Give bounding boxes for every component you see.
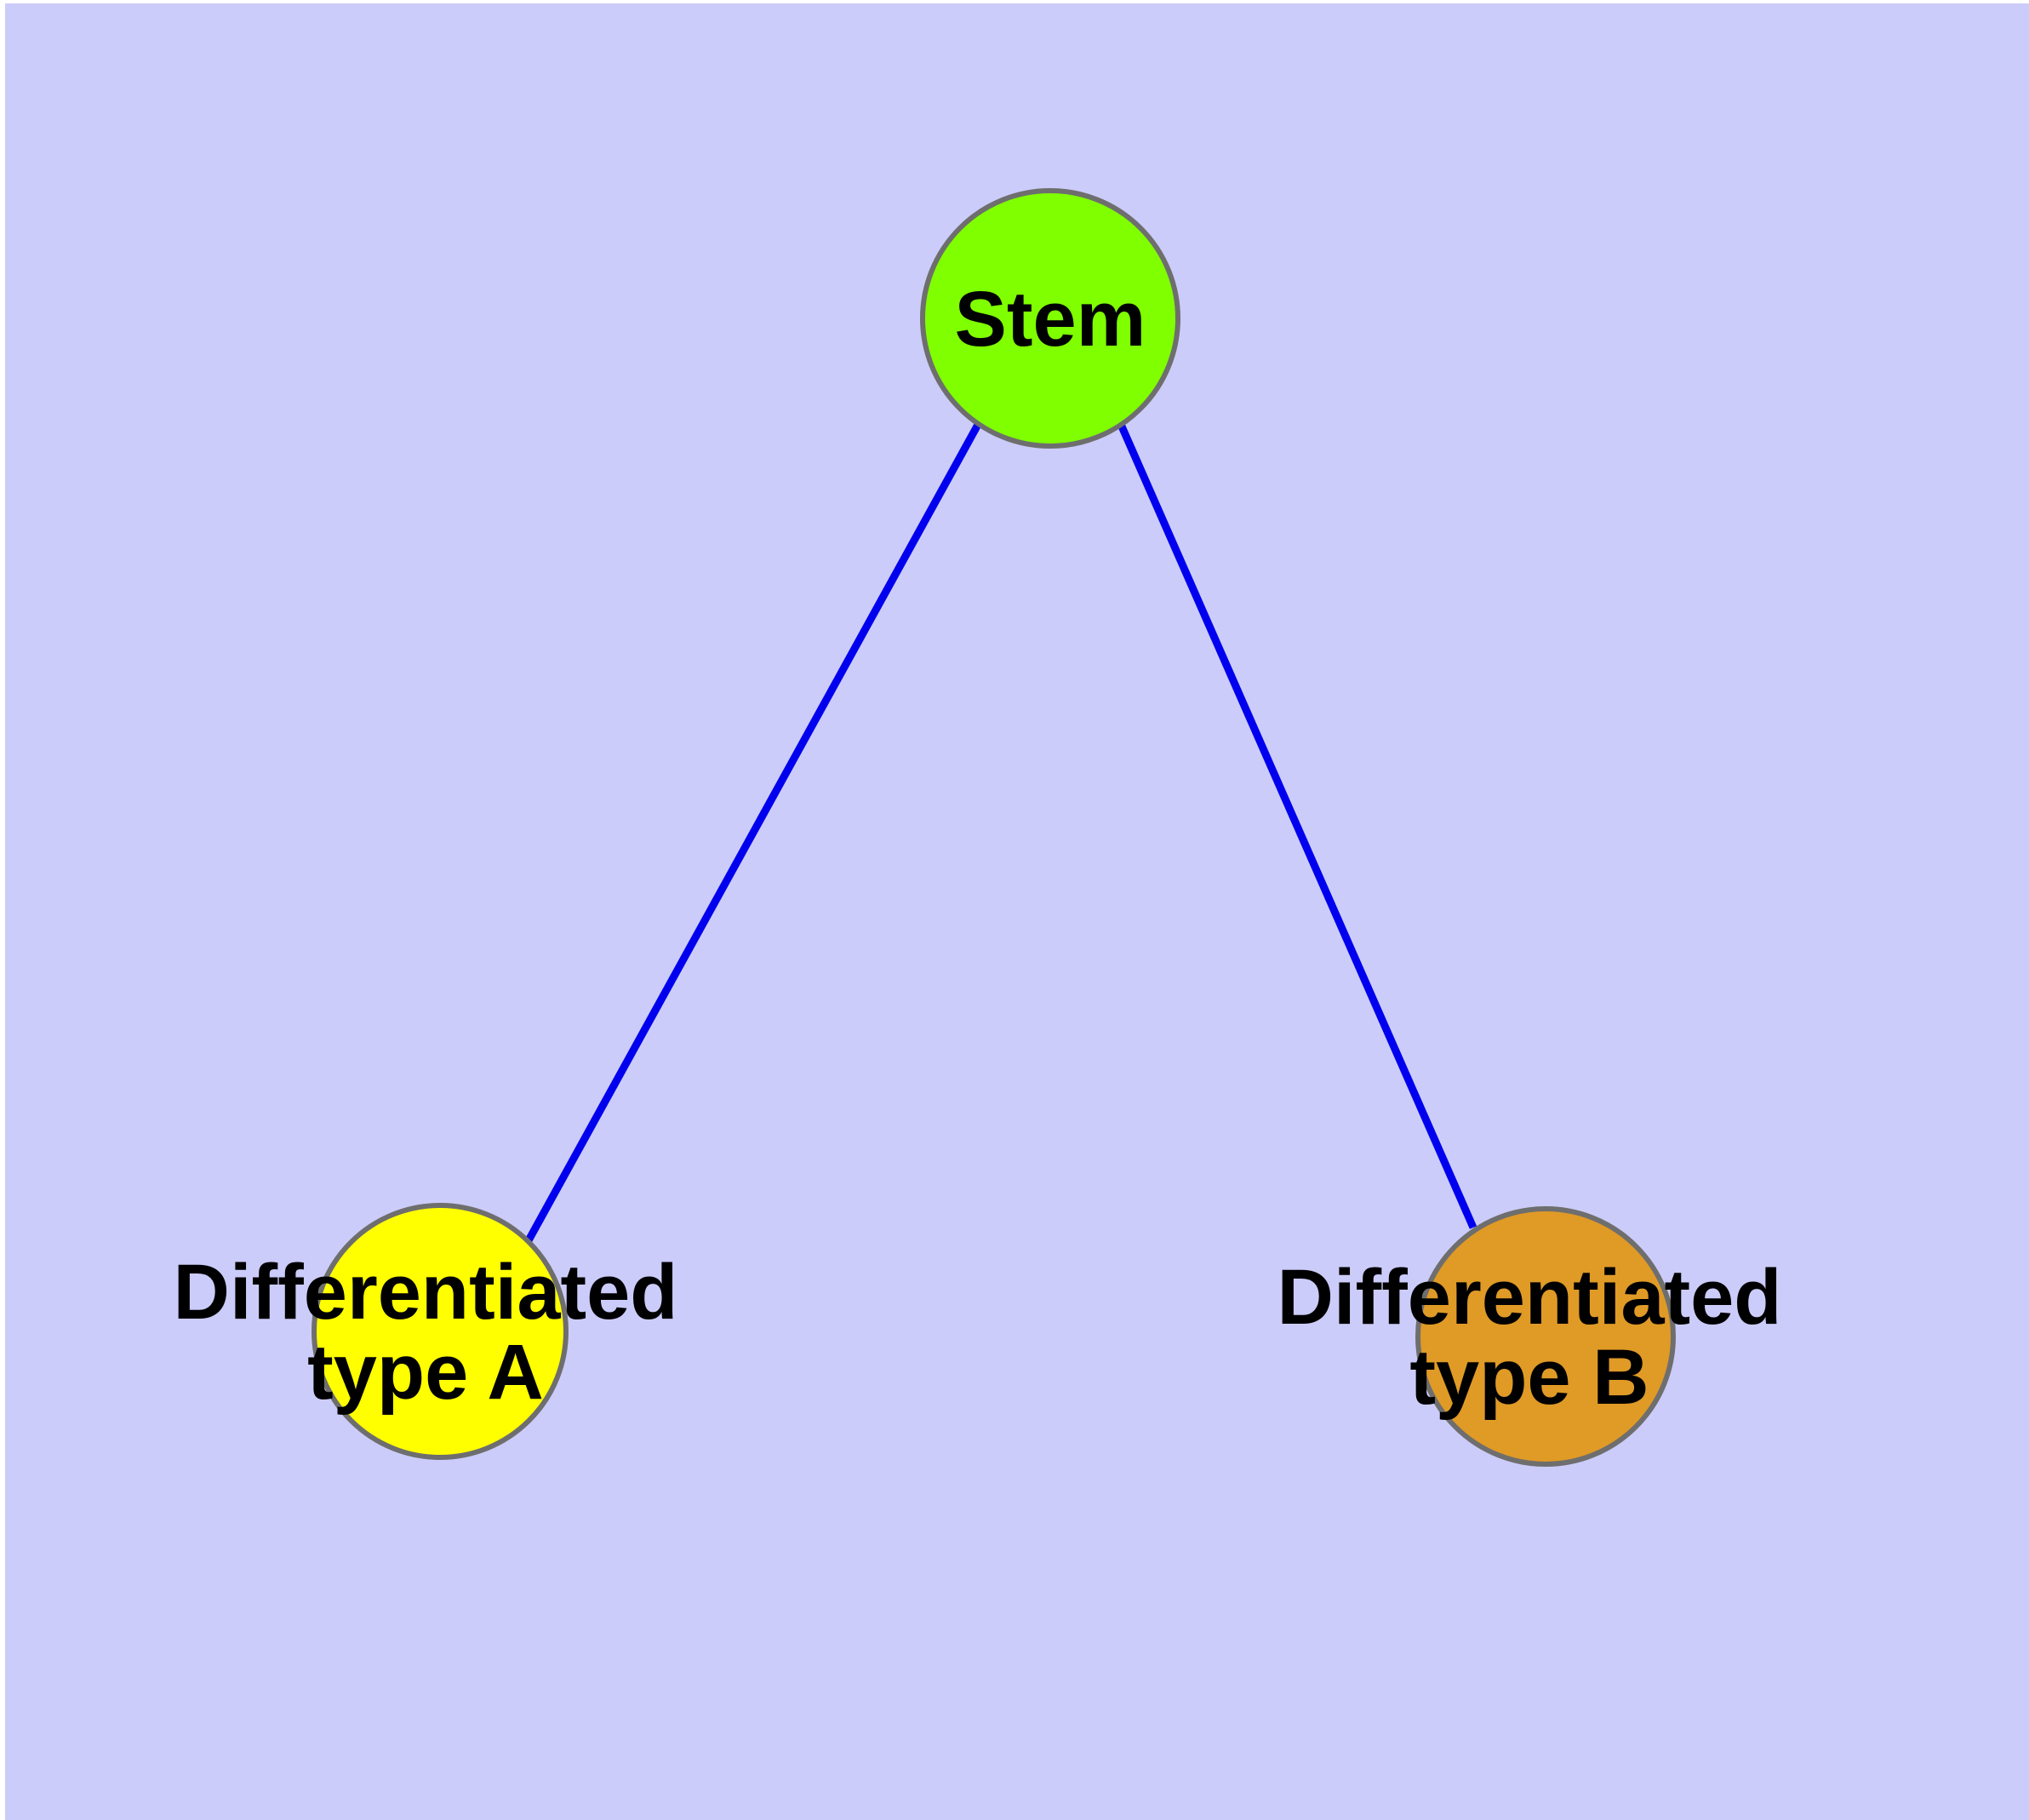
node-type-b[interactable] xyxy=(1415,1206,1676,1467)
node-stem[interactable] xyxy=(920,188,1180,449)
edge-stem-to-type-b xyxy=(1115,419,1477,1229)
node-type-a[interactable] xyxy=(311,1203,569,1460)
edge-stem-to-type-a xyxy=(524,421,982,1245)
